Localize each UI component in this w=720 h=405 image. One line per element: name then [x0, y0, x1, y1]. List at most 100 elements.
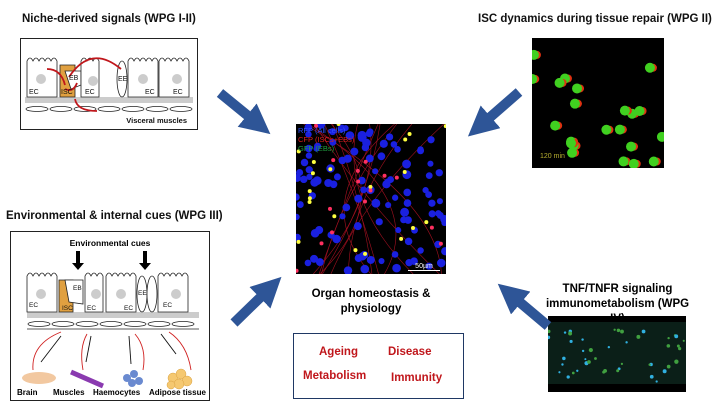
nucleus — [326, 179, 333, 186]
tnf-cell — [655, 380, 658, 383]
nucleus — [339, 213, 346, 220]
nucleus — [385, 201, 392, 209]
isc-cell — [614, 124, 625, 135]
niche-title: Niche-derived signals (WPG I-II) — [22, 13, 196, 25]
nucleus — [441, 219, 446, 227]
nucleus — [400, 207, 410, 217]
tnf-cell — [616, 369, 620, 373]
tnf-cell — [581, 338, 584, 341]
isc-cell — [332, 214, 337, 219]
nucleus — [425, 172, 433, 180]
isc-cell — [307, 199, 312, 204]
nucleus — [357, 130, 367, 140]
arrow-tnf — [497, 283, 552, 330]
tnf-cell — [562, 356, 566, 361]
legend-gfp: GFP (EBs) — [298, 144, 335, 153]
nucleus — [305, 152, 313, 159]
nucleus — [379, 139, 388, 148]
nucleus — [392, 263, 401, 273]
caption-line: Organ homeostasis & — [311, 288, 431, 300]
nucleus — [314, 142, 322, 150]
isc-live-imaging: 120 min — [532, 38, 664, 168]
isc-cell — [424, 220, 429, 225]
cell-label: EB — [73, 285, 82, 292]
nucleus — [315, 258, 324, 266]
nucleus — [372, 168, 379, 175]
nucleus — [387, 176, 395, 184]
title-line: TNF/TNFR signaling — [562, 283, 673, 295]
nucleus — [435, 210, 442, 217]
isc-cell — [628, 158, 639, 168]
nucleus — [296, 233, 301, 242]
nucleus — [441, 247, 446, 256]
nucleus — [329, 138, 337, 146]
cell-membrane — [348, 124, 413, 274]
nucleus — [296, 201, 304, 208]
isc-cell — [644, 62, 655, 73]
tnf-cell — [587, 360, 591, 364]
nucleus — [358, 176, 366, 185]
scale-bar: 50µm — [408, 263, 440, 271]
tnf-cell — [568, 331, 573, 336]
nucleus — [310, 228, 320, 238]
cell-label: EE — [138, 290, 147, 297]
isc-cell — [429, 225, 434, 230]
tnf-cell — [678, 347, 682, 351]
isc-cell — [438, 241, 443, 246]
nucleus — [371, 198, 381, 208]
nucleus — [353, 222, 362, 231]
tnf-cell — [602, 370, 606, 374]
nucleus — [360, 186, 368, 194]
isc-cell — [314, 124, 319, 128]
topic-immunity: Immunity — [391, 372, 443, 384]
nucleus — [385, 133, 394, 141]
nucleus — [300, 158, 309, 167]
tnf-fluorescence-image — [548, 316, 686, 392]
environmental-cues-label: Environmental cues — [69, 238, 151, 248]
isc-cell — [330, 230, 335, 235]
nucleus — [316, 124, 326, 129]
tnf-cell — [676, 344, 680, 348]
nucleus — [417, 147, 425, 155]
nucleus — [402, 159, 412, 169]
topic-disease: Disease — [388, 346, 432, 358]
tnf-cell — [584, 358, 587, 361]
legend-rfp: RFP (All cells) — [298, 126, 346, 135]
tnf-cell — [607, 346, 611, 349]
isc-cell — [353, 248, 358, 253]
isc-cell — [368, 188, 373, 193]
isc-cell — [363, 251, 368, 256]
visceral-muscles-label: Visceral muscles — [126, 116, 187, 125]
isc-cell — [328, 167, 333, 172]
nucleus — [428, 210, 436, 218]
cell-label: ISC — [61, 89, 73, 96]
nucleus — [391, 251, 399, 258]
nucleus — [378, 258, 385, 265]
isc-cell — [572, 83, 583, 94]
isc-cell — [311, 160, 316, 165]
isc-cell — [331, 158, 336, 163]
isc-cell — [368, 184, 373, 189]
organ-brain: Brain — [17, 388, 38, 397]
tnf-cell — [667, 336, 670, 340]
tnf-cell — [666, 364, 671, 369]
fluorescence-cells — [296, 124, 446, 274]
topics-box: Ageing Disease Metabolism Immunity — [293, 333, 464, 399]
nucleus — [338, 156, 347, 165]
nucleus — [342, 125, 349, 132]
tnf-cell — [561, 363, 564, 366]
tnf-cell — [548, 335, 551, 340]
nucleus — [400, 216, 407, 224]
topic-ageing: Ageing — [319, 346, 358, 358]
organ-adipose: Adipose tissue — [149, 388, 206, 397]
isc-cell — [656, 131, 664, 142]
nucleus — [345, 131, 355, 140]
isc-cells-image — [532, 49, 664, 168]
arrow-environment — [230, 276, 282, 327]
nucleus — [306, 173, 313, 181]
nucleus — [354, 194, 363, 203]
isc-cell — [443, 124, 446, 129]
tnf-cell — [558, 371, 561, 374]
tnf-cells — [548, 322, 686, 384]
